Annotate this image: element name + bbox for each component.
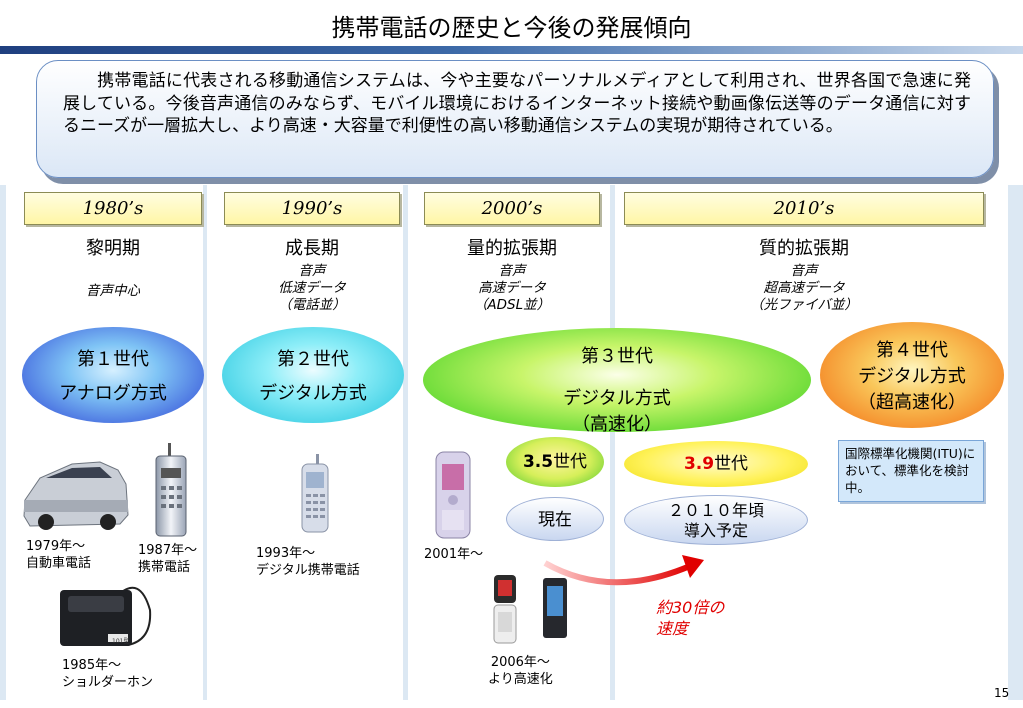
column-1990s [207, 185, 403, 700]
phase-sub-1980s: 音声中心 [24, 283, 202, 300]
caption-year: 1985年～ [62, 658, 122, 673]
gen2-oval: 第２世代 デジタル方式 [222, 327, 404, 423]
gen1-oval: 第１世代 アナログ方式 [22, 327, 204, 423]
gen4-title: 第４世代 [876, 340, 948, 361]
caption-year: 2006年～ [490, 655, 550, 670]
speed-note-line1: 約30倍の [656, 598, 725, 617]
sub-line: 音声 [298, 263, 326, 279]
gen4-note: （超高速化） [858, 392, 966, 413]
gen3-title: 第３世代 [581, 346, 653, 367]
era-header-2010s: 2010’s [624, 192, 984, 225]
now-pill: 現在 [506, 497, 604, 541]
itu-note: 国際標準化機関(ITU)に おいて、標準化を検討中。 [838, 440, 984, 502]
intro-text: 携帯電話に代表される移動通信システムは、今や主要なパーソナルメディアとして利用さ… [63, 71, 971, 136]
phase-1990s: 成長期 [285, 238, 339, 259]
gen35-number: 3.5 [522, 452, 554, 472]
speed-note-line2: 速度 [656, 619, 689, 638]
page-number: 15 [994, 686, 1010, 700]
caption-year: 1979年～ [26, 539, 86, 554]
gen39-number: 3.9 [683, 454, 715, 474]
intro-callout: 携帯電話に代表される移動通信システムは、今や主要なパーソナルメディアとして利用さ… [36, 60, 994, 178]
plan-pill: ２０１０年頃 導入予定 [624, 495, 808, 545]
sub-line: 音声 [790, 263, 818, 279]
phase-sub-1990s: 音声 低速データ （電話並） [224, 263, 400, 314]
era-header-1980s: 1980’s [24, 192, 202, 225]
gen4-oval: 第４世代 デジタル方式 （超高速化） [820, 322, 1004, 428]
plan-label: 導入予定 [683, 521, 748, 540]
sub-line: 高速データ [478, 280, 546, 296]
speed-note: 約30倍の 速度 [656, 597, 724, 639]
gen35-suffix: 世代 [553, 452, 588, 472]
gen3-note: （高速化） [572, 414, 662, 435]
caption-digital-phone: 1993年～ デジタル携帯電話 [256, 545, 360, 579]
phase-2010s: 質的拡張期 [759, 238, 849, 259]
shoulder-phone-tag: 101型 [112, 638, 130, 645]
phone-2006-flip-icon [493, 575, 517, 644]
caption-label: より高速化 [488, 672, 553, 687]
caption-2001: 2001年～ [424, 547, 484, 562]
gen39-pill: 3.9世代 [624, 441, 808, 487]
speed-arrow-icon [543, 555, 704, 586]
caption-label: 携帯電話 [138, 560, 191, 575]
phase-sub-2000s: 音声 高速データ （ADSL並） [424, 263, 600, 314]
phone-2006-slim-icon [543, 578, 567, 638]
brick-phone-icon [155, 443, 187, 537]
phase-1980s: 黎明期 [86, 238, 140, 259]
sub-line: 音声中心 [86, 283, 140, 299]
caption-label: ショルダーホン [62, 675, 154, 690]
gen1-title: 第１世代 [77, 349, 149, 370]
sub-line: 超高速データ [763, 280, 845, 296]
caption-label: デジタル携帯電話 [256, 563, 360, 578]
sub-line: 音声 [498, 263, 526, 279]
title-underline [0, 46, 1023, 54]
caption-2006: 2006年～ より高速化 [488, 654, 553, 688]
gen4-method: デジタル方式 [858, 366, 966, 387]
era-header-2000s: 2000’s [424, 192, 600, 225]
sub-line: （電話並） [278, 297, 346, 313]
sub-line: 低速データ [278, 280, 346, 296]
caption-label: 自動車電話 [26, 556, 92, 571]
gen3-oval: 第３世代 デジタル方式 （高速化） [423, 328, 811, 435]
plan-year: ２０１０年頃 [667, 501, 764, 520]
gen3-method: デジタル方式 [563, 388, 671, 409]
sub-line: （ADSL並） [473, 297, 551, 313]
phone-2001-icon [435, 451, 471, 539]
gen1-method: アナログ方式 [59, 383, 167, 404]
shoulder-phone-icon [60, 586, 152, 646]
gen35-pill: 3.5世代 [506, 437, 604, 487]
gen2-title: 第２世代 [277, 349, 349, 370]
caption-brick-phone: 1987年～ 携帯電話 [138, 542, 197, 576]
era-header-1990s: 1990’s [224, 192, 400, 225]
gen39-suffix: 世代 [714, 454, 749, 474]
caption-year: 1993年～ [256, 546, 316, 561]
car-phone-icon [23, 461, 129, 530]
phase-sub-2010s: 音声 超高速データ （光ファイバ並） [624, 263, 984, 314]
gen2-method: デジタル方式 [259, 383, 367, 404]
phase-2000s: 量的拡張期 [467, 238, 557, 259]
caption-year: 1987年～ [138, 543, 198, 558]
digital-phone-icon [301, 454, 329, 533]
page-title: 携帯電話の歴史と今後の発展傾向 [331, 14, 692, 42]
caption-car-phone: 1979年～ 自動車電話 [26, 538, 91, 572]
sub-line: （光ファイバ並） [750, 297, 858, 313]
caption-shoulder-phone: 1985年～ ショルダーホン [62, 657, 153, 691]
